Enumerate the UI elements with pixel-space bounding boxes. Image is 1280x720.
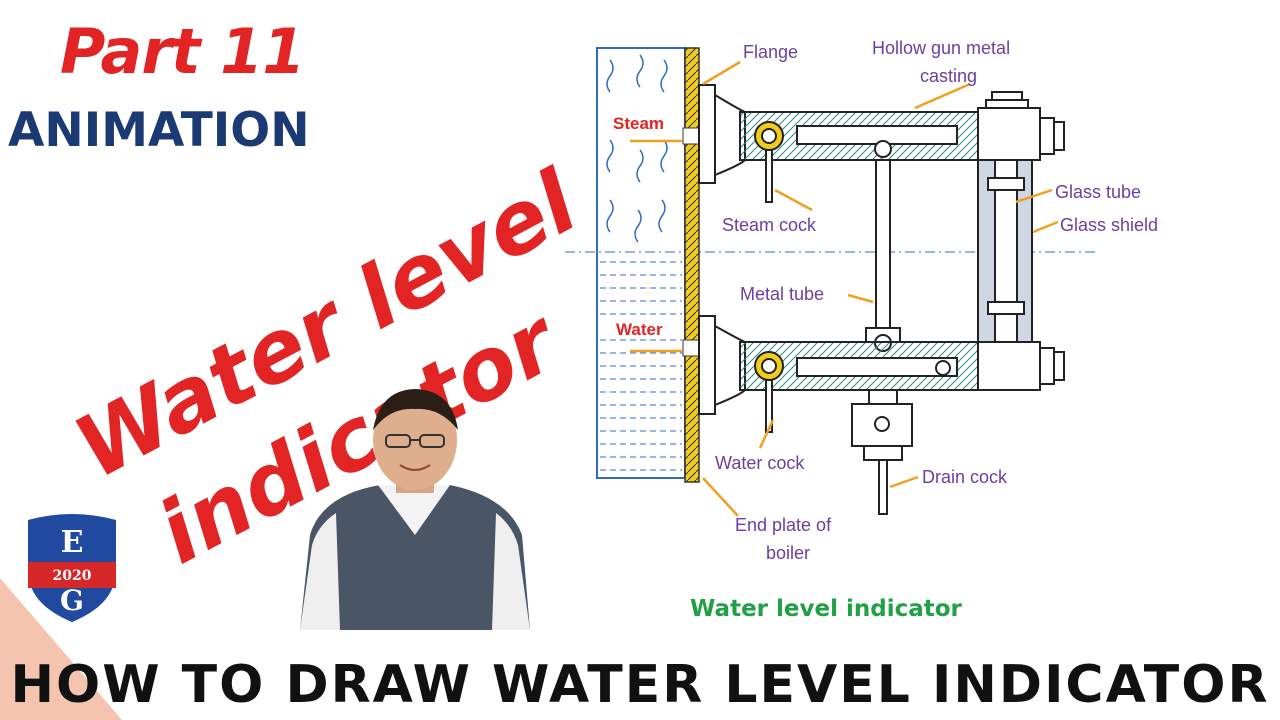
metal-tube (865, 159, 901, 352)
channel-badge: E 2020 G (28, 514, 116, 622)
top-casting (698, 84, 1065, 203)
label-water: Water (616, 320, 663, 339)
label-end-plate-line2: boiler (766, 543, 811, 563)
water-level-indicator-diagram (565, 47, 1095, 517)
presenter-photo (300, 389, 530, 630)
diagram-caption: Water level indicator (690, 596, 962, 622)
label-steam-cock: Steam cock (722, 215, 817, 235)
steam-waves (606, 54, 668, 243)
part-label: Part 11 (60, 15, 305, 88)
water-lines (600, 261, 682, 471)
leader-lines (630, 60, 1059, 517)
badge-letter-top: E (61, 525, 84, 560)
end-plate (684, 47, 700, 483)
animation-subtitle: ANIMATION (8, 103, 310, 158)
label-flange: Flange (743, 42, 799, 62)
boiler-tank (596, 47, 686, 479)
bottom-title: HOW TO DRAW WATER LEVEL INDICATOR (10, 655, 1270, 715)
label-steam: Steam (613, 114, 665, 133)
bottom-casting (698, 315, 1065, 515)
label-water-cock: Water cock (715, 453, 805, 473)
label-metal-tube: Metal tube (740, 284, 825, 304)
label-glass-tube: Glass tube (1055, 182, 1142, 202)
label-glass-shield: Glass shield (1060, 215, 1159, 235)
label-end-plate-line1: End plate of (735, 515, 832, 535)
badge-year: 2020 (53, 568, 92, 584)
label-drain-cock: Drain cock (922, 467, 1008, 487)
label-casting-line1: Hollow gun metal (872, 38, 1011, 58)
label-casting-line2: casting (920, 66, 978, 86)
glass-assembly (977, 159, 1033, 343)
badge-letter-bottom: G (60, 584, 84, 617)
